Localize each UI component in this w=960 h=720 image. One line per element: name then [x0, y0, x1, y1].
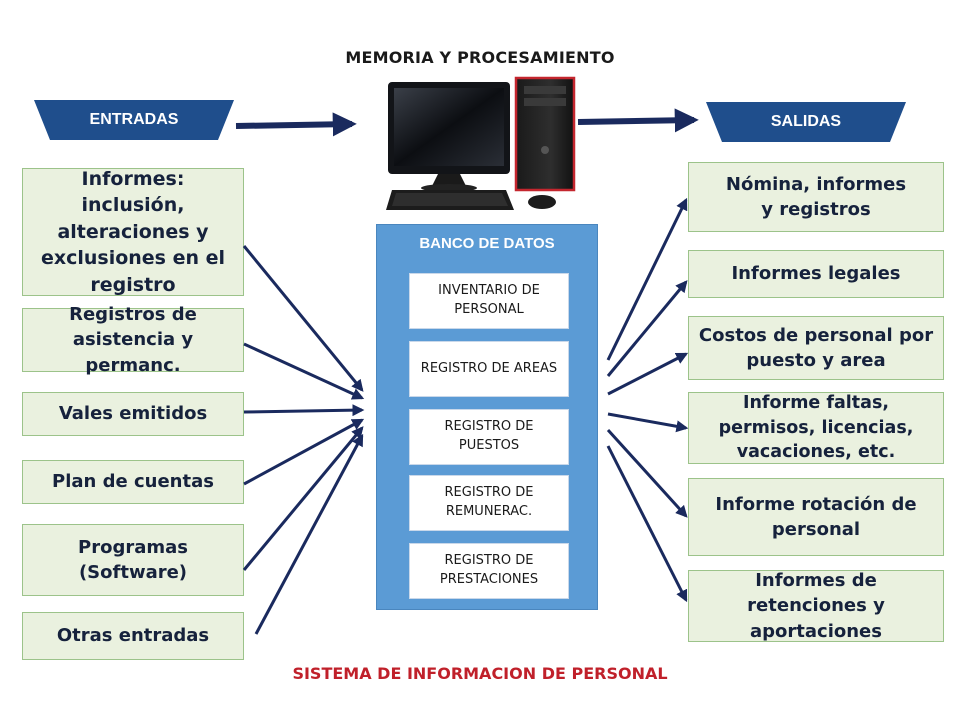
arrow-input-3: [243, 404, 365, 417]
arrow-output-6: [606, 445, 688, 603]
output-box-retenciones: Informes de retenciones y aportaciones: [688, 570, 944, 642]
arrow-memoria-to-salidas: [577, 108, 699, 133]
banco-de-datos-panel: BANCO DE DATOS INVENTARIO DE PERSONAL RE…: [376, 224, 598, 610]
db-item-inventario: INVENTARIO DE PERSONAL: [409, 273, 569, 329]
arrow-output-3: [607, 352, 689, 396]
banner-entradas: ENTRADAS: [34, 100, 234, 140]
arrow-input-1: [242, 245, 364, 392]
arrow-input-6: [254, 433, 364, 635]
banco-de-datos-title: BANCO DE DATOS: [419, 235, 555, 252]
arrow-input-5: [242, 426, 364, 571]
db-item-remunerac: REGISTRO DE REMUNERAC.: [409, 475, 569, 531]
input-box-otras-entradas: Otras entradas: [22, 612, 244, 660]
arrow-input-4: [243, 418, 365, 486]
arrow-output-5: [606, 428, 688, 518]
arrow-output-4: [607, 412, 689, 433]
title-memoria-procesamiento: MEMORIA Y PROCESAMIENTO: [345, 48, 615, 67]
input-box-informes: Informes: inclusión, alteraciones y excl…: [22, 168, 244, 296]
input-box-vales: Vales emitidos: [22, 392, 244, 436]
input-box-programas: Programas (Software): [22, 524, 244, 596]
arrow-input-2: [243, 342, 365, 400]
output-box-informe-faltas: Informe faltas, permisos, licencias, vac…: [688, 392, 944, 464]
computer-icon: [386, 76, 576, 210]
db-item-areas: REGISTRO DE AREAS: [409, 341, 569, 397]
banner-salidas: SALIDAS: [706, 102, 906, 142]
output-box-nomina: Nómina, informes y registros: [688, 162, 944, 232]
input-arrows: [242, 245, 365, 635]
title-sistema-informacion: SISTEMA DE INFORMACION DE PERSONAL: [292, 664, 668, 683]
output-box-informes-legales: Informes legales: [688, 250, 944, 298]
arrow-output-1: [606, 197, 688, 361]
db-item-puestos: REGISTRO DE PUESTOS: [409, 409, 569, 465]
output-arrows: [606, 197, 689, 603]
arrow-entradas-to-memoria: [235, 112, 357, 137]
db-item-prestaciones: REGISTRO DE PRESTACIONES: [409, 543, 569, 599]
arrow-output-2: [606, 280, 688, 377]
output-box-costos-personal: Costos de personal por puesto y area: [688, 316, 944, 380]
output-box-rotacion: Informe rotación de personal: [688, 478, 944, 556]
input-box-registros-asistencia: Registros de asistencia y permanc.: [22, 304, 244, 376]
input-box-plan-cuentas: Plan de cuentas: [22, 460, 244, 504]
